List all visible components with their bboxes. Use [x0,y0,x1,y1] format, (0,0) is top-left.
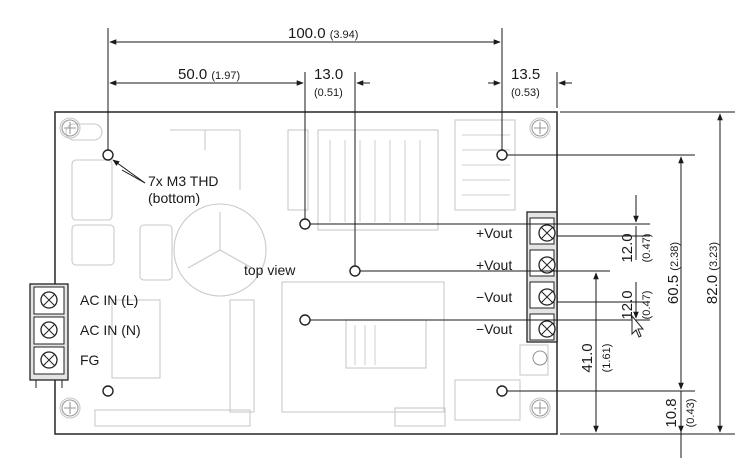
screw-terminal-icon [40,291,58,309]
component-ghost-layer [59,117,551,427]
mount-note: 7x M3 THD [148,173,219,189]
dim-width-half: 50.0 (1.97) [178,66,240,83]
input-terminal-label: FG [80,352,99,368]
screw-terminal-icon [40,321,58,339]
corner-screw-icons [61,119,549,417]
dim-offset-center-in: (0.51) [314,87,343,99]
input-terminal-label: AC IN (L) [80,292,138,308]
dim-height-bottom-in: (0.43) [685,399,697,428]
screw-terminal-icon [538,320,556,338]
output-terminal-label: −Vout [476,289,512,305]
output-terminal-block [526,211,558,343]
output-terminal-label: +Vout [476,257,512,273]
dim-width-total: 100.0 (3.94) [288,25,358,42]
input-terminal-label: AC IN (N) [80,322,141,338]
mount-note-sub: (bottom) [148,190,200,206]
dim-height-mid-mm: 41.0 [579,343,596,372]
dim-height-upper: 60.5 (2.38) [665,242,682,304]
screw-terminal-icon [538,256,556,274]
right-dimension-lines [112,111,735,458]
output-terminal-label: −Vout [476,321,512,337]
dim-height-bottom-mm: 10.8 [663,398,680,427]
dim-pitch-b-in: (0.47) [641,291,653,320]
dim-offset-right-mm: 13.5 [511,66,540,83]
dim-offset-right-in: (0.53) [511,87,540,99]
screw-terminal-icon [538,224,556,242]
dim-pitch-b-mm: 12.0 [619,290,636,319]
dim-offset-center-mm: 13.0 [314,66,343,83]
mouse-pointer-icon [631,314,645,338]
board-outline [54,111,558,435]
dim-height-total: 82.0 (3.23) [704,242,721,304]
dim-height-mid-in: (1.61) [601,344,613,373]
dim-pitch-a-mm: 12.0 [619,233,636,262]
input-terminal-block [29,283,69,388]
output-terminal-label: +Vout [476,225,512,241]
screw-terminal-icon [538,288,556,306]
top-dimension-lines [107,28,572,266]
view-label: top view [244,262,296,278]
screw-terminal-icon [40,351,58,369]
dim-pitch-a-in: (0.47) [641,234,653,263]
